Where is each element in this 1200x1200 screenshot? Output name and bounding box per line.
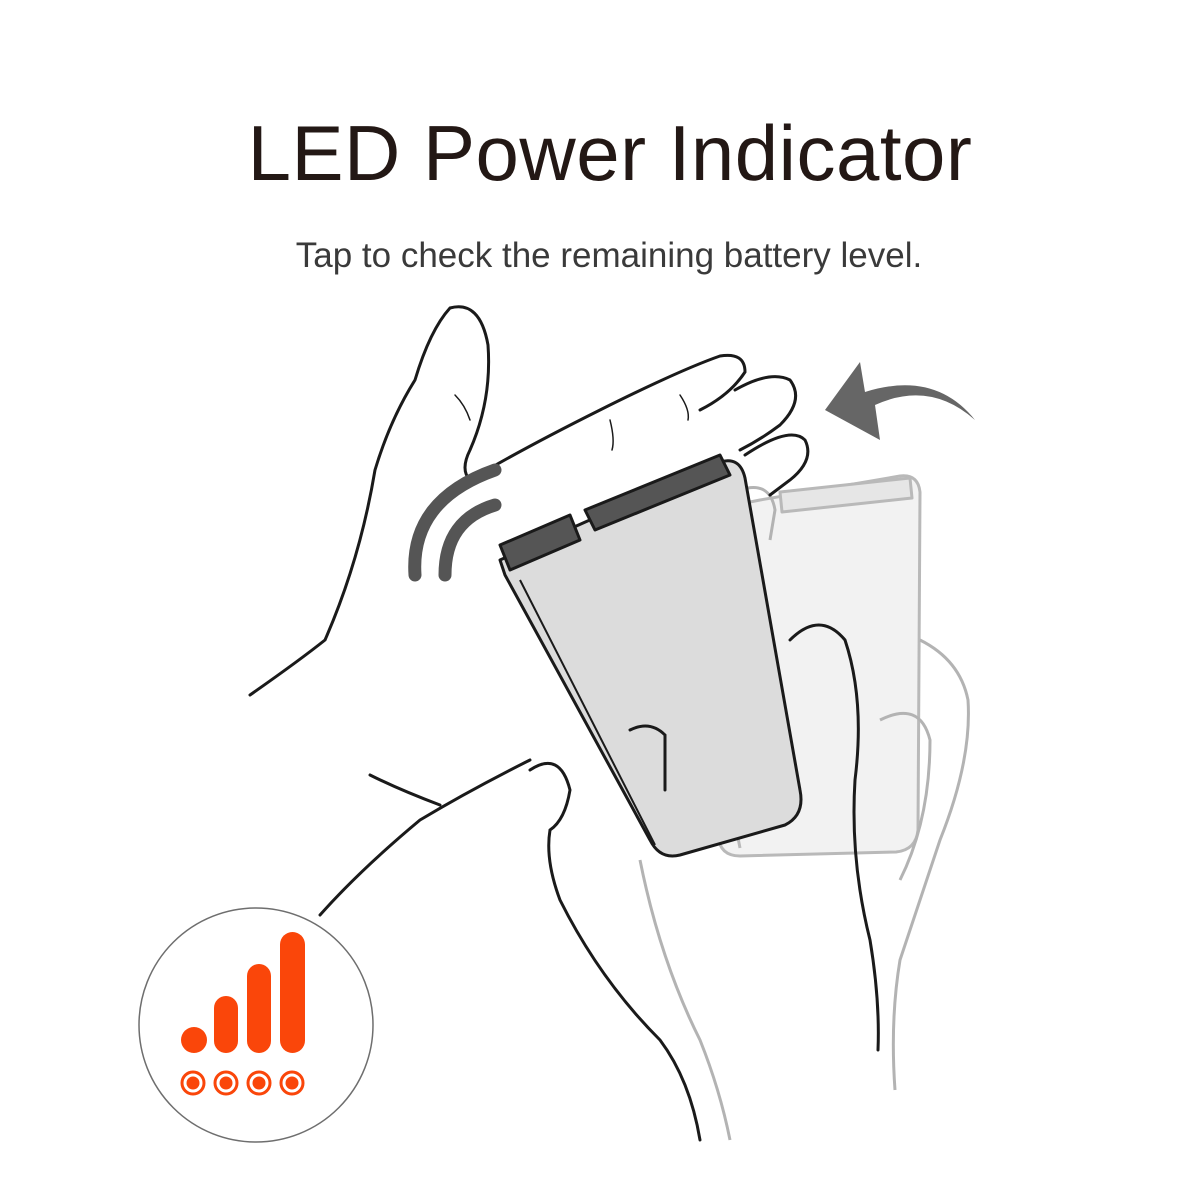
tap-motion-icon [408,463,502,582]
led-lit [186,1076,200,1090]
hand-left-icon [248,305,810,917]
led-ring [279,1070,305,1096]
hand-right-icon [528,623,880,1142]
led-lit [285,1076,299,1090]
led-lit [252,1076,266,1090]
level-bar-4 [280,932,305,1053]
led-lit [219,1076,233,1090]
led-ring [246,1070,272,1096]
level-bar-1 [181,1027,207,1053]
level-bar-2 [214,996,238,1053]
level-bar-3 [247,964,271,1053]
hand-ghost-icon [638,486,970,1141]
page-subtitle: Tap to check the remaining battery level… [295,236,923,275]
battery-level-indicator [138,907,374,1143]
led-ring [180,1070,206,1096]
signal-bars-icon [181,932,305,1053]
arrow-curved-icon [825,362,975,440]
led-ring [213,1070,239,1096]
power-bank-icon [498,453,803,858]
page-title: LED Power Indicator [247,109,973,197]
